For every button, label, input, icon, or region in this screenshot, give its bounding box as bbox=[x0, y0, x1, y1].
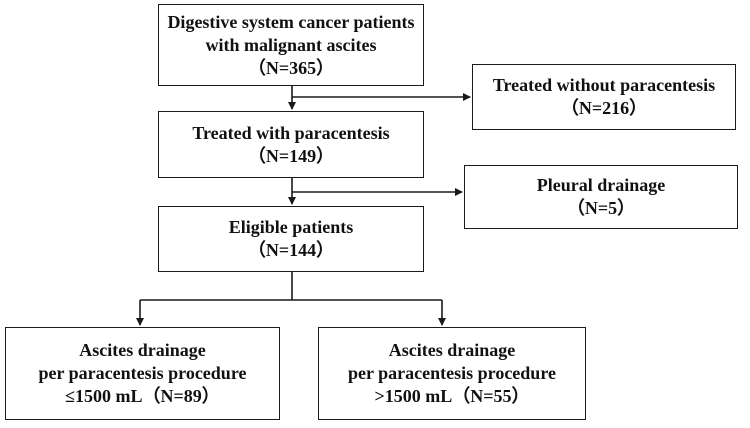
pleural-drainage-count: （N=5） bbox=[566, 198, 636, 218]
population-count: （N=365） bbox=[247, 57, 335, 78]
high-drainage-box: Ascites drainage per paracentesis proced… bbox=[318, 327, 586, 420]
low-drainage-line3: ≤1500 mL（N=89） bbox=[65, 386, 220, 406]
treated-with-paracentesis-label: Treated with paracentesis bbox=[192, 122, 390, 143]
treated-without-paracentesis-label: Treated without paracentesis bbox=[492, 75, 716, 95]
population-box: Digestive system cancer patients with ma… bbox=[158, 4, 424, 86]
low-drainage-line2: per paracentesis procedure bbox=[38, 363, 247, 383]
high-drainage-line2: per paracentesis procedure bbox=[348, 363, 556, 383]
low-drainage-box: Ascites drainage per paracentesis proced… bbox=[5, 327, 280, 420]
treated-without-paracentesis-count: （N=216） bbox=[560, 98, 648, 118]
pleural-drainage-label: Pleural drainage bbox=[536, 175, 666, 195]
high-drainage-line1: Ascites drainage bbox=[388, 340, 516, 360]
treated-with-paracentesis-count: （N=149） bbox=[247, 145, 335, 166]
eligible-patients-count: （N=144） bbox=[247, 240, 335, 260]
treated-without-paracentesis-box: Treated without paracentesis （N=216） bbox=[472, 64, 736, 130]
low-drainage-line1: Ascites drainage bbox=[79, 340, 206, 360]
pleural-drainage-box: Pleural drainage （N=5） bbox=[464, 165, 738, 229]
high-drainage-line3: >1500 mL（N=55） bbox=[374, 386, 530, 406]
eligible-patients-box: Eligible patients （N=144） bbox=[158, 206, 424, 272]
eligible-patients-label: Eligible patients bbox=[228, 217, 354, 237]
population-line2: with malignant ascites bbox=[205, 34, 377, 55]
treated-with-paracentesis-box: Treated with paracentesis （N=149） bbox=[158, 111, 424, 178]
population-line1: Digestive system cancer patients bbox=[167, 11, 415, 32]
